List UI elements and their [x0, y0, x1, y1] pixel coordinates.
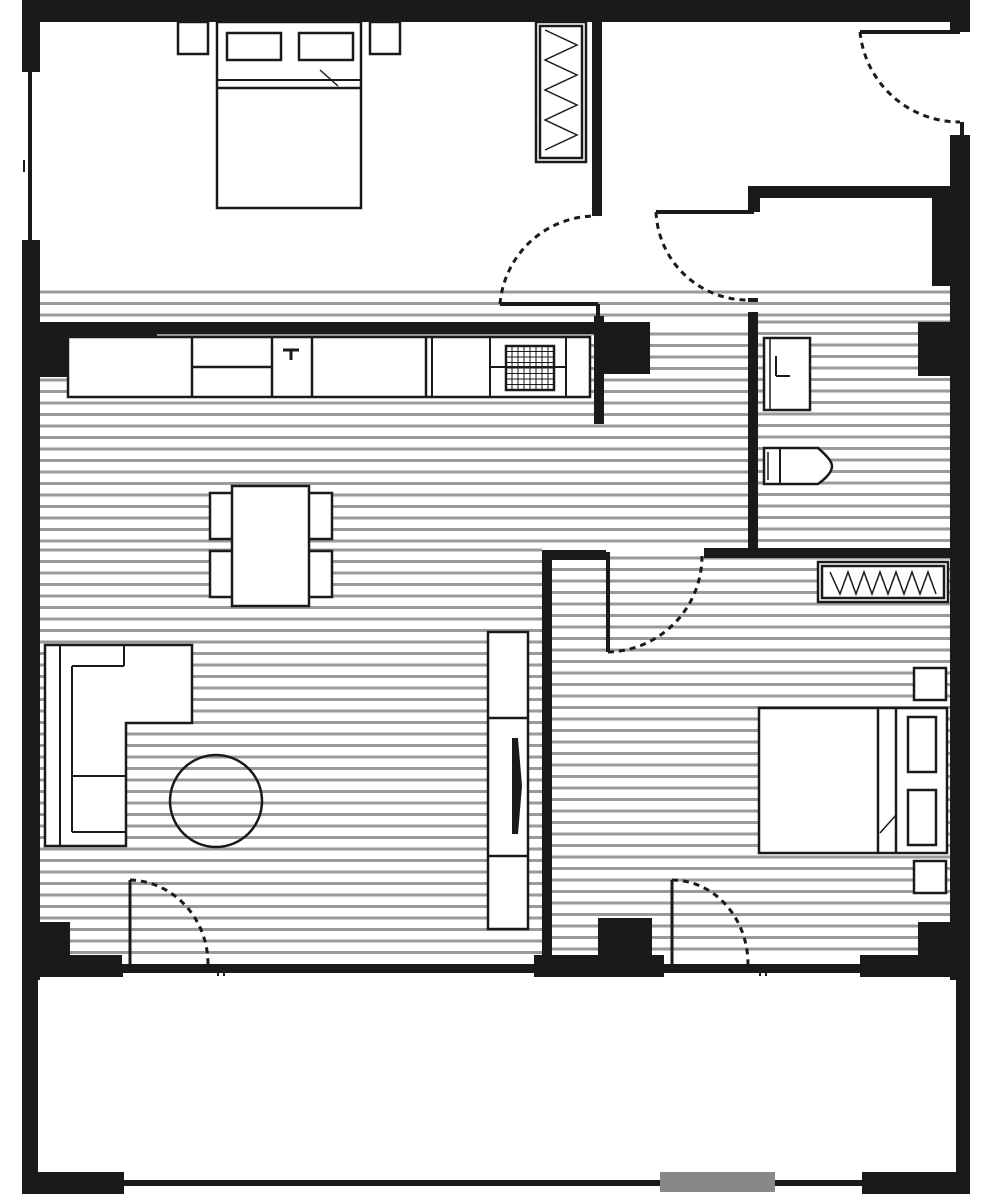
- wardrobe-icon: [534, 20, 588, 164]
- nightstand-icon: [912, 666, 948, 895]
- sink-icon: [283, 348, 299, 360]
- dining-table-icon: [230, 484, 311, 608]
- door-swing-icon: [128, 31, 961, 976]
- double-bed-icon: [215, 20, 363, 210]
- tv-unit-icon: [486, 630, 530, 931]
- chair-icon: [208, 491, 334, 599]
- nightstand-icon: [176, 20, 402, 56]
- double-bed-icon: [757, 706, 949, 855]
- stove-icon: [504, 344, 556, 392]
- coffee-table-icon: [168, 753, 264, 849]
- washbasin-icon: [762, 336, 812, 412]
- wardrobe-icon: [816, 560, 950, 604]
- sofa-icon: [43, 643, 194, 848]
- toilet-icon: [762, 446, 834, 486]
- window-icon: [23, 72, 123, 977]
- walls: [22, 0, 970, 1194]
